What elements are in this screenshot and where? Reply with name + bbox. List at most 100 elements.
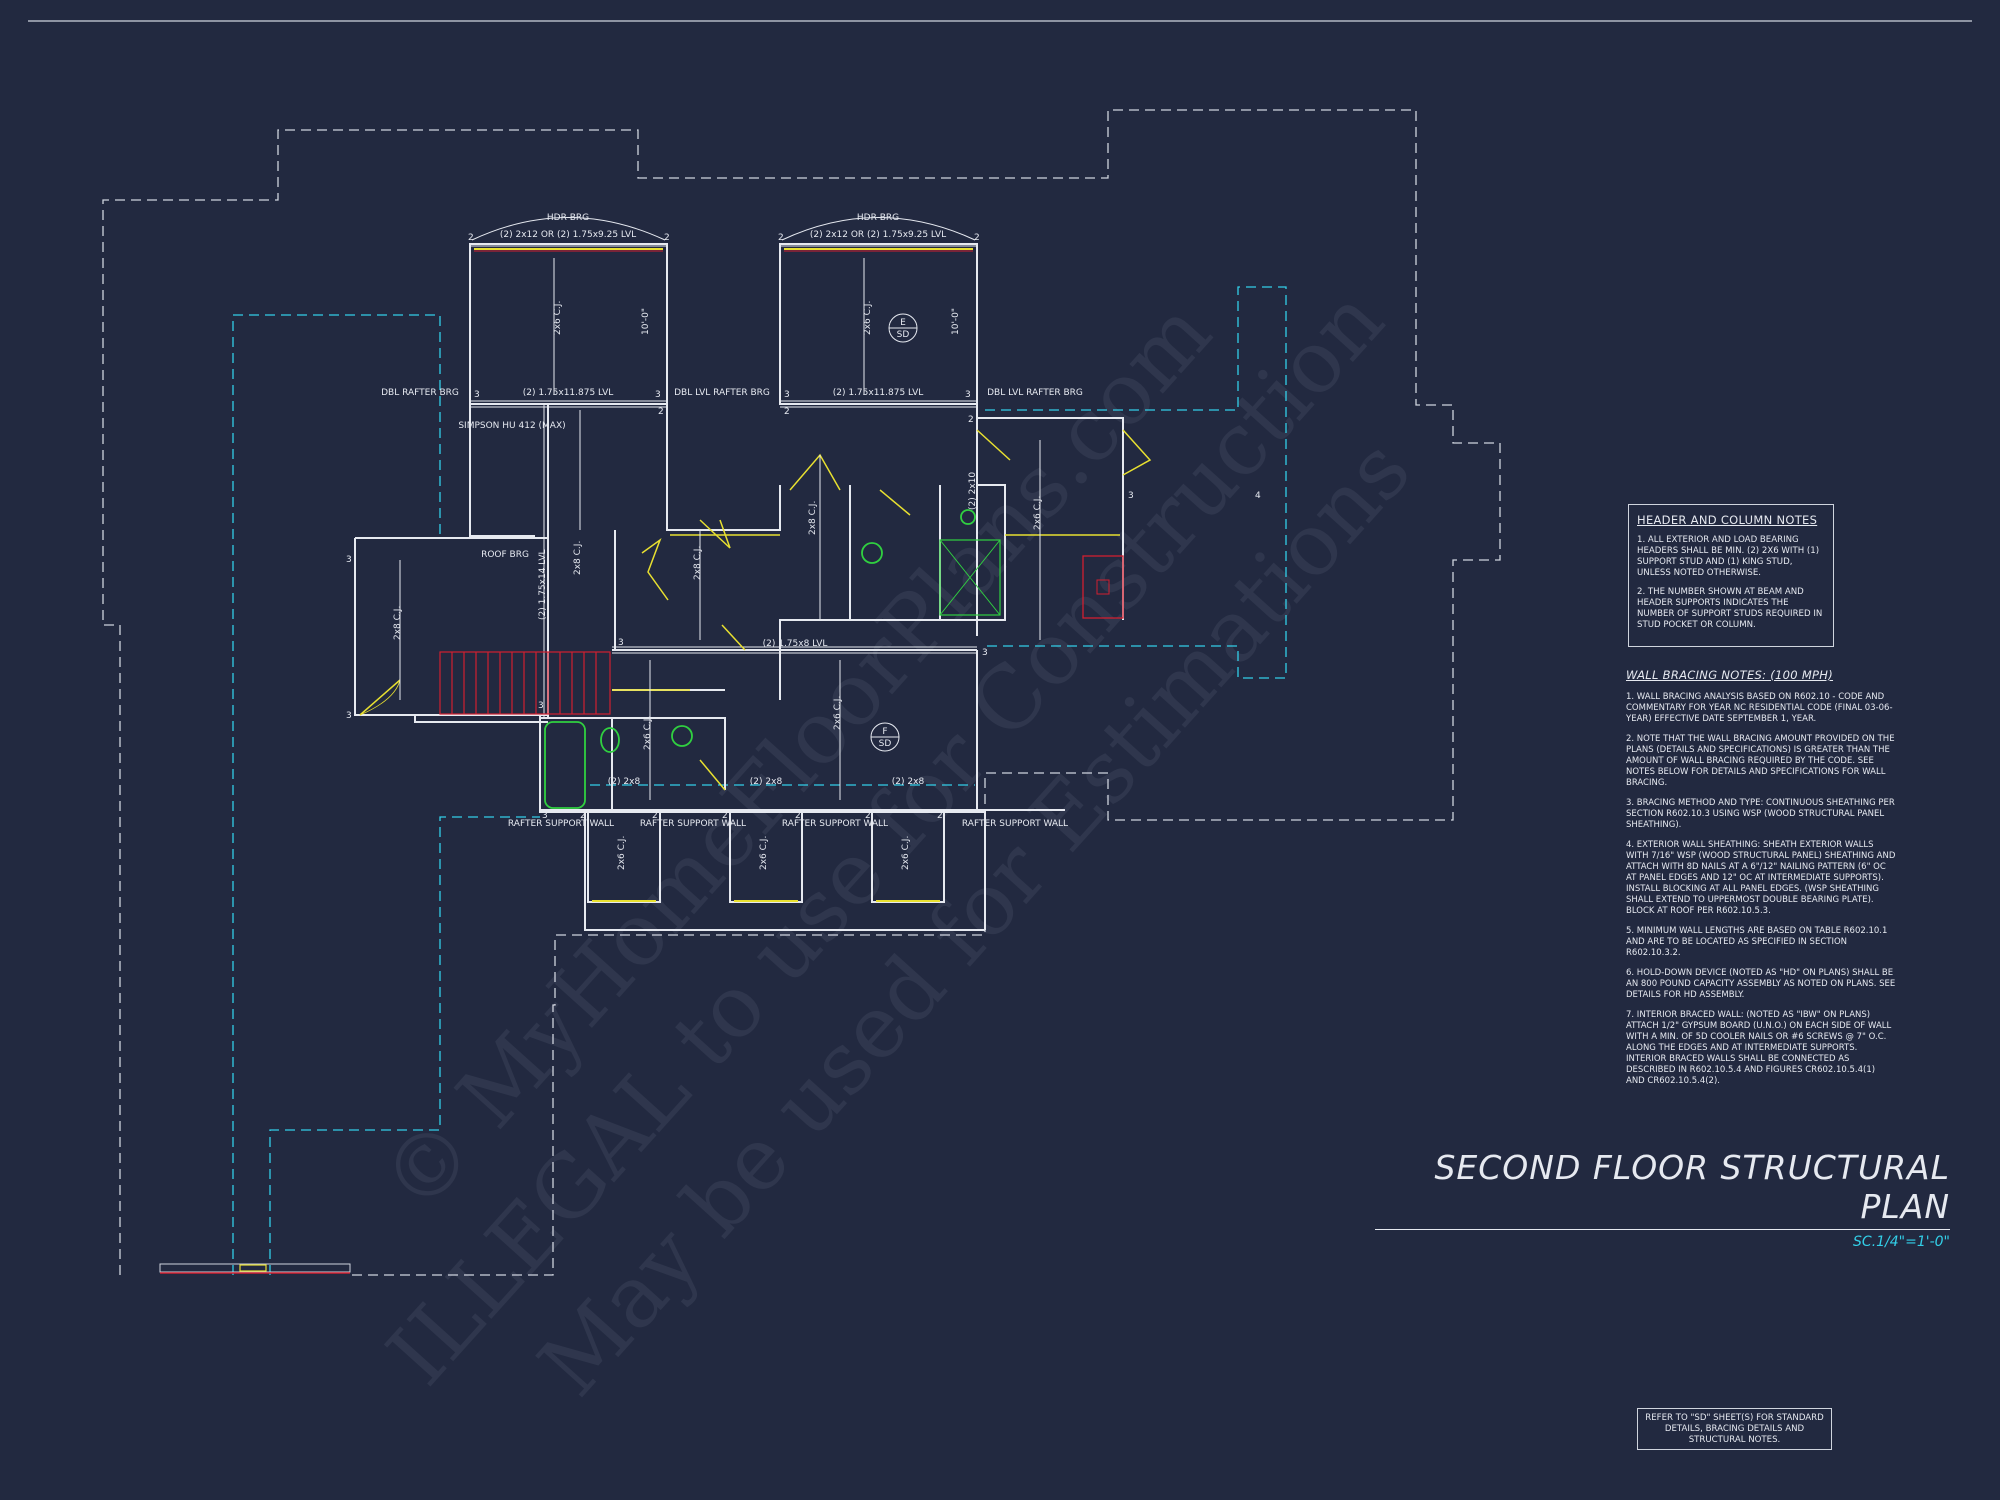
two-x8-3: (2) 2x8 [892, 777, 925, 787]
eave-line-left [232, 314, 441, 1275]
shower-x2 [939, 539, 1001, 616]
lvl-right: (2) 1.75x11.875 LVL [833, 388, 924, 398]
bracing-note-4: 4. EXTERIOR WALL SHEATHING: SHEATH EXTER… [1626, 840, 1896, 916]
title-block: SECOND FLOOR STRUCTURAL PLAN SC.1/4"=1'-… [1375, 1148, 1950, 1250]
svg-text:2: 2 [968, 415, 974, 425]
cj-mid: 2x8 C.J. [693, 546, 703, 580]
dbl-lvl-rafter-brg-right: DBL LVL RAFTER BRG [987, 388, 1083, 398]
cj-left-bed: 2x6 C.J. [553, 301, 563, 335]
hdr-spec-right: (2) 2x12 OR (2) 1.75x9.25 LVL [810, 230, 946, 240]
ten-zero-right: 10'-0" [951, 308, 961, 335]
lvl-left: (2) 1.75x11.875 LVL [523, 388, 614, 398]
svg-text:2: 2 [937, 811, 943, 821]
cj-closet-3: 2x6 C.J. [901, 836, 911, 870]
marker-e-text: E [900, 318, 906, 328]
plan-title: SECOND FLOOR STRUCTURAL PLAN [1375, 1148, 1950, 1230]
porch-pad [159, 1263, 351, 1273]
eave-line-right [985, 286, 1287, 679]
cj-closet-2: 2x6 C.J. [759, 836, 769, 870]
simpson-label: SIMPSON HU 412 (MAX) [458, 421, 565, 431]
reference-note: REFER TO "SD" SHEET(S) FOR STANDARD DETA… [1637, 1408, 1832, 1450]
fireplace-inner [1096, 579, 1110, 595]
svg-text:3: 3 [542, 811, 548, 821]
hdr-brg-right: HDR BRG [857, 213, 899, 223]
svg-text:3: 3 [784, 390, 790, 400]
cj-hall: 2x8 C.J. [573, 541, 583, 575]
svg-text:2: 2 [974, 233, 980, 243]
watermark: © MyHomeFloorPlans.com ILLEGAL to use fo… [363, 271, 1430, 1415]
header-notes-title: HEADER AND COLUMN NOTES [1637, 513, 1818, 527]
svg-text:2: 2 [658, 407, 664, 417]
svg-text:3: 3 [346, 711, 352, 721]
svg-text:2: 2 [652, 811, 658, 821]
two-x8-1: (2) 2x8 [608, 777, 641, 787]
bracing-notes-title: WALL BRACING NOTES: (100 MPH) [1626, 668, 1834, 682]
roof-outline-dashed [102, 109, 1501, 1276]
stud-counts: 2 2 2 2 3 3 3 3 2 2 2 3 4 3 3 3 3 3 3 2 … [346, 233, 1261, 821]
svg-text:2: 2 [865, 811, 871, 821]
joist-arrows [399, 258, 1041, 800]
rafter-support-wall-3: RAFTER SUPPORT WALL [782, 819, 888, 829]
beams [470, 245, 977, 718]
rafter-support-wall-4: RAFTER SUPPORT WALL [962, 819, 1068, 829]
two-x8-2: (2) 2x8 [750, 777, 783, 787]
cj-center: 2x8 C.J. [808, 501, 818, 535]
smoke-detector-e: E SD [888, 313, 918, 343]
svg-text:3: 3 [965, 390, 971, 400]
hdr-brg-left: HDR BRG [547, 213, 589, 223]
rafter-support-wall-1: RAFTER SUPPORT WALL [508, 819, 614, 829]
eave-line-bottom [269, 816, 540, 1275]
wall-bracing-notes: WALL BRACING NOTES: (100 MPH) 1. WALL BR… [1626, 668, 1896, 1096]
header-column-notes: HEADER AND COLUMN NOTES 1. ALL EXTERIOR … [1628, 504, 1834, 647]
watermark-line-2: ILLEGAL to use for Construction [369, 271, 1404, 1405]
cj-bath: 2x6 C.J. [643, 716, 653, 750]
porch-pad-yellow [239, 1264, 267, 1272]
svg-text:3: 3 [346, 555, 352, 565]
bracing-note-5: 5. MINIMUM WALL LENGTHS ARE BASED ON TAB… [1626, 926, 1888, 958]
smoke-detector-f: F SD [870, 722, 900, 752]
svg-text:2: 2 [795, 811, 801, 821]
svg-text:3: 3 [1128, 491, 1134, 501]
bracing-note-7: 7. INTERIOR BRACED WALL: (NOTED AS "IBW"… [1626, 1010, 1892, 1086]
svg-text:3: 3 [538, 701, 544, 711]
svg-text:3: 3 [982, 648, 988, 658]
hdr-arc-right [781, 217, 976, 241]
svg-text:2: 2 [784, 407, 790, 417]
svg-text:3: 3 [655, 390, 661, 400]
plan-scale: SC.1/4"=1'-0" [1853, 1234, 1950, 1250]
two-x10: (2) 2x10 [968, 472, 978, 510]
dbl-lvl-rafter-brg-mid: DBL LVL RAFTER BRG [674, 388, 770, 398]
lvl-14: (2) 1.75x14 LVL [538, 550, 548, 620]
bracing-note-6: 6. HOLD-DOWN DEVICE (NOTED AS "HD" ON PL… [1626, 968, 1896, 1000]
svg-text:2: 2 [722, 811, 728, 821]
stairs [439, 651, 611, 715]
hdr-spec-left: (2) 2x12 OR (2) 1.75x9.25 LVL [500, 230, 636, 240]
svg-text:2: 2 [580, 811, 586, 821]
doors [359, 429, 1152, 791]
lvl-8: (2) 1.75x8 LVL [763, 639, 828, 649]
cj-closet-1: 2x6 C.J. [617, 836, 627, 870]
bath-fixtures [544, 509, 976, 809]
shower [939, 539, 1001, 616]
svg-text:4: 4 [1255, 491, 1261, 501]
dbl-rafter-brg-left: DBL RAFTER BRG [381, 388, 459, 398]
svg-text:3: 3 [474, 390, 480, 400]
hdr-arc-left [471, 217, 666, 241]
bracing-note-2: 2. NOTE THAT THE WALL BRACING AMOUNT PRO… [1626, 734, 1895, 788]
svg-text:2: 2 [778, 233, 784, 243]
cj-right-bed: 2x6 C.J. [863, 301, 873, 335]
ten-zero-left: 10'-0" [641, 308, 651, 335]
header-note-1: 1. ALL EXTERIOR AND LOAD BEARING HEADERS… [1637, 535, 1820, 578]
fireplace [1082, 555, 1124, 619]
sd-text-e: SD [897, 330, 910, 340]
svg-text:3: 3 [618, 638, 624, 648]
cj-right: 2x6 C.J. [1033, 496, 1043, 530]
cj-lower: 2x6 C.J. [833, 696, 843, 730]
bracing-note-3: 3. BRACING METHOD AND TYPE: CONTINUOUS S… [1626, 798, 1895, 830]
svg-text:2: 2 [664, 233, 670, 243]
header-note-2: 2. THE NUMBER SHOWN AT BEAM AND HEADER S… [1637, 587, 1823, 630]
cj-stair: 2x8 C.J. [393, 606, 403, 640]
bracing-note-1: 1. WALL BRACING ANALYSIS BASED ON R602.1… [1626, 692, 1893, 724]
sd-text-f: SD [879, 739, 892, 749]
